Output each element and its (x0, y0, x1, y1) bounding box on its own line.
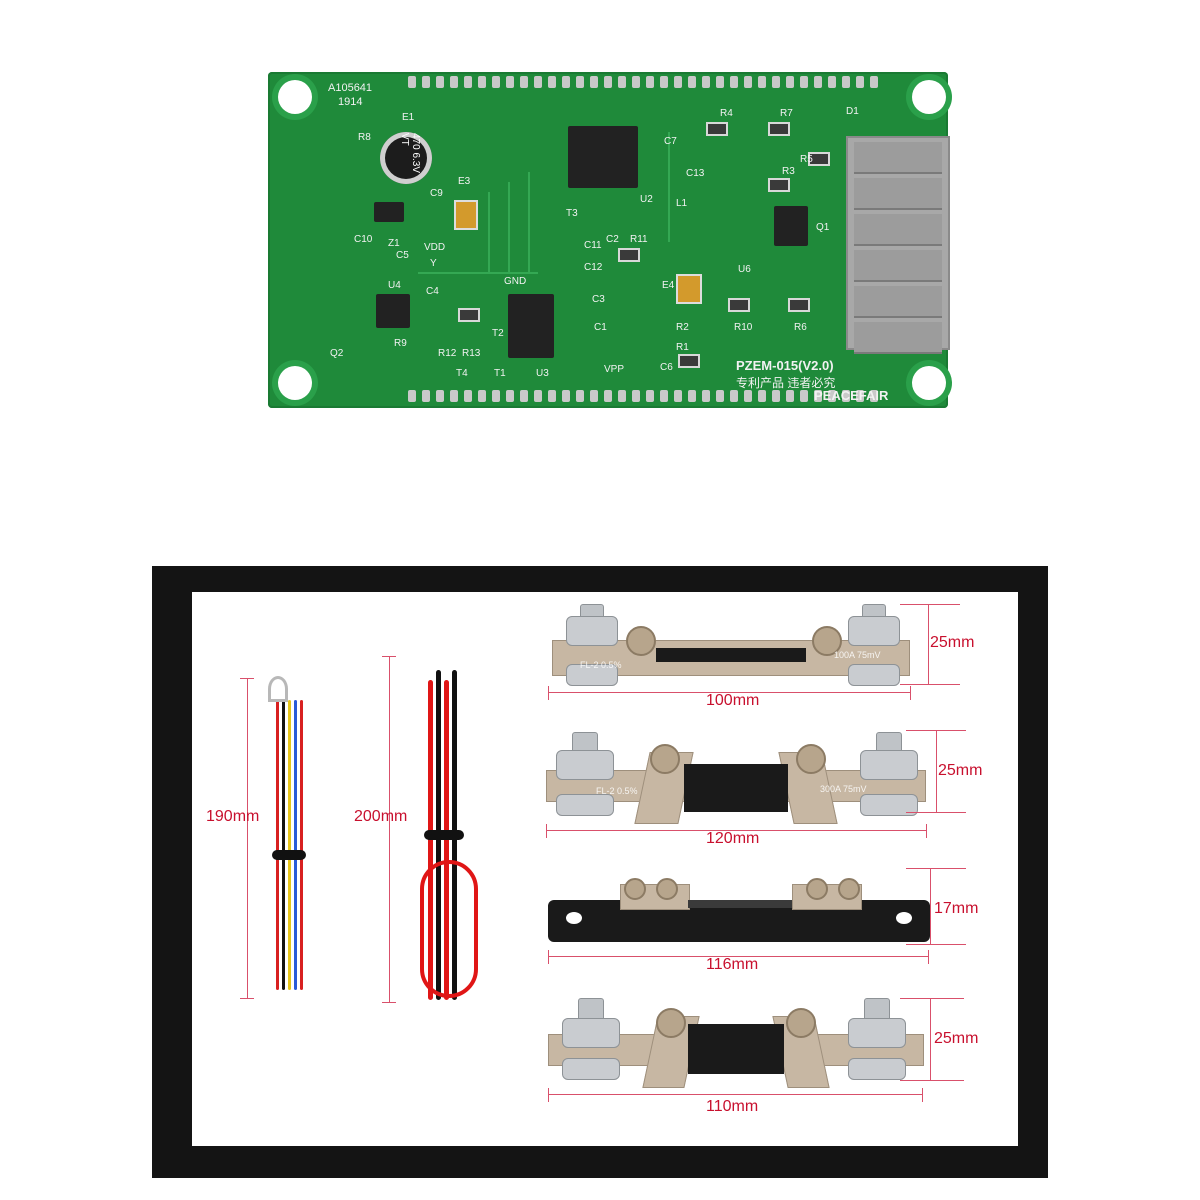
label-r10: R10 (734, 322, 753, 333)
label-c7: C7 (664, 136, 677, 147)
mount-hole-bottom-left (278, 366, 312, 400)
label-l1: L1 (676, 198, 688, 209)
label-e3: E3 (458, 176, 471, 187)
label-c5: C5 (396, 250, 409, 261)
electrolytic-capacitor: 470 6.3V VT (380, 132, 432, 184)
tantalum-e3 (454, 200, 478, 230)
pcb-board: A105641 1914 470 6.3V VT R8 E1 C9 E3 C10… (268, 72, 950, 408)
shunt4-width: 110mm (706, 1098, 759, 1115)
label-vdd: VDD (424, 242, 446, 253)
terminal-block (846, 136, 950, 354)
smd-part (706, 122, 728, 136)
tantalum-e4 (676, 274, 702, 304)
header-pins-top (408, 76, 878, 88)
shunt-stamp-left: FL-2 0.5% (596, 786, 638, 796)
shunt1-width: 100mm (706, 692, 760, 709)
label-u4: U4 (388, 280, 401, 291)
smd-part (458, 308, 480, 322)
label-c1: C1 (594, 322, 607, 333)
board-model: PZEM-015(V2.0) (736, 358, 834, 373)
smd-part (728, 298, 750, 312)
mount-hole-top-left (278, 80, 312, 114)
label-r13: R13 (462, 348, 481, 359)
smd-part (768, 122, 790, 136)
label-r9: R9 (394, 338, 407, 349)
u2-regulator (374, 202, 404, 222)
label-e1: E1 (402, 112, 415, 123)
label-c6: C6 (660, 362, 673, 373)
shunt3-width: 116mm (706, 956, 759, 973)
board-brand: PEACEFAIR (814, 388, 889, 403)
label-z1: Z1 (388, 238, 400, 249)
smd-part (768, 178, 790, 192)
label-u2: U2 (640, 194, 653, 205)
shunt4-height: 25mm (934, 1030, 979, 1047)
board-slogan: 专利产品 违者必究 (736, 376, 836, 390)
label-c10: C10 (354, 234, 373, 245)
shunt-stamp-right: 300A 75mV (820, 784, 867, 794)
label-gnd: GND (504, 276, 527, 287)
label-r7: R7 (780, 108, 793, 119)
label-r8: R8 (358, 132, 371, 143)
label-r12: R12 (438, 348, 457, 359)
capacitor-marking: 470 6.3V VT (399, 133, 421, 174)
shunt-stamp-right: 100A 75mV (834, 650, 881, 660)
label-t2: T2 (492, 328, 504, 339)
shunt2-height: 25mm (938, 762, 983, 779)
shunt-stamp-left: FL-2 0.5% (580, 660, 622, 670)
mount-hole-bottom-right (912, 366, 946, 400)
label-t4: T4 (456, 368, 468, 379)
label-y: Y (430, 258, 437, 269)
shunt3-height: 17mm (934, 900, 979, 917)
label-e4: E4 (662, 280, 675, 291)
label-u6: U6 (738, 264, 751, 275)
shunt1-height: 25mm (930, 634, 975, 651)
mcu-chip (568, 126, 638, 188)
label-r2: R2 (676, 322, 689, 333)
label-r5: R5 (800, 154, 813, 165)
smd-part (618, 248, 640, 262)
label-vpp: VPP (604, 364, 625, 375)
board-id: A105641 (328, 82, 373, 94)
wire-length-right: 200mm (354, 808, 408, 825)
label-d1: D1 (846, 106, 859, 117)
label-u3: U3 (536, 368, 549, 379)
label-t3: T3 (566, 208, 578, 219)
shunt2-width: 120mm (706, 830, 760, 847)
smd-part (808, 152, 830, 166)
label-c9: C9 (430, 188, 443, 199)
board-date: 1914 (338, 96, 363, 108)
u3-chip (508, 294, 554, 358)
smd-part (788, 298, 810, 312)
label-r1: R1 (676, 342, 689, 353)
label-c11: C11 (584, 240, 602, 251)
u4-chip (376, 294, 410, 328)
label-c13: C13 (686, 168, 705, 179)
wire-length-left: 190mm (206, 808, 260, 825)
label-q1: Q1 (816, 222, 830, 233)
q1-transistor (774, 206, 808, 246)
label-c3: C3 (592, 294, 605, 305)
label-r6: R6 (794, 322, 807, 333)
label-c2: C2 (606, 234, 619, 245)
mount-hole-top-right (912, 80, 946, 114)
label-r4: R4 (720, 108, 733, 119)
label-c12: C12 (584, 262, 603, 273)
label-q2: Q2 (330, 348, 344, 359)
label-r11: R11 (630, 234, 648, 245)
label-c4: C4 (426, 286, 439, 297)
label-t1: T1 (494, 368, 506, 379)
label-r3: R3 (782, 166, 795, 177)
header-pins-bottom (408, 390, 878, 402)
smd-part (678, 354, 700, 368)
